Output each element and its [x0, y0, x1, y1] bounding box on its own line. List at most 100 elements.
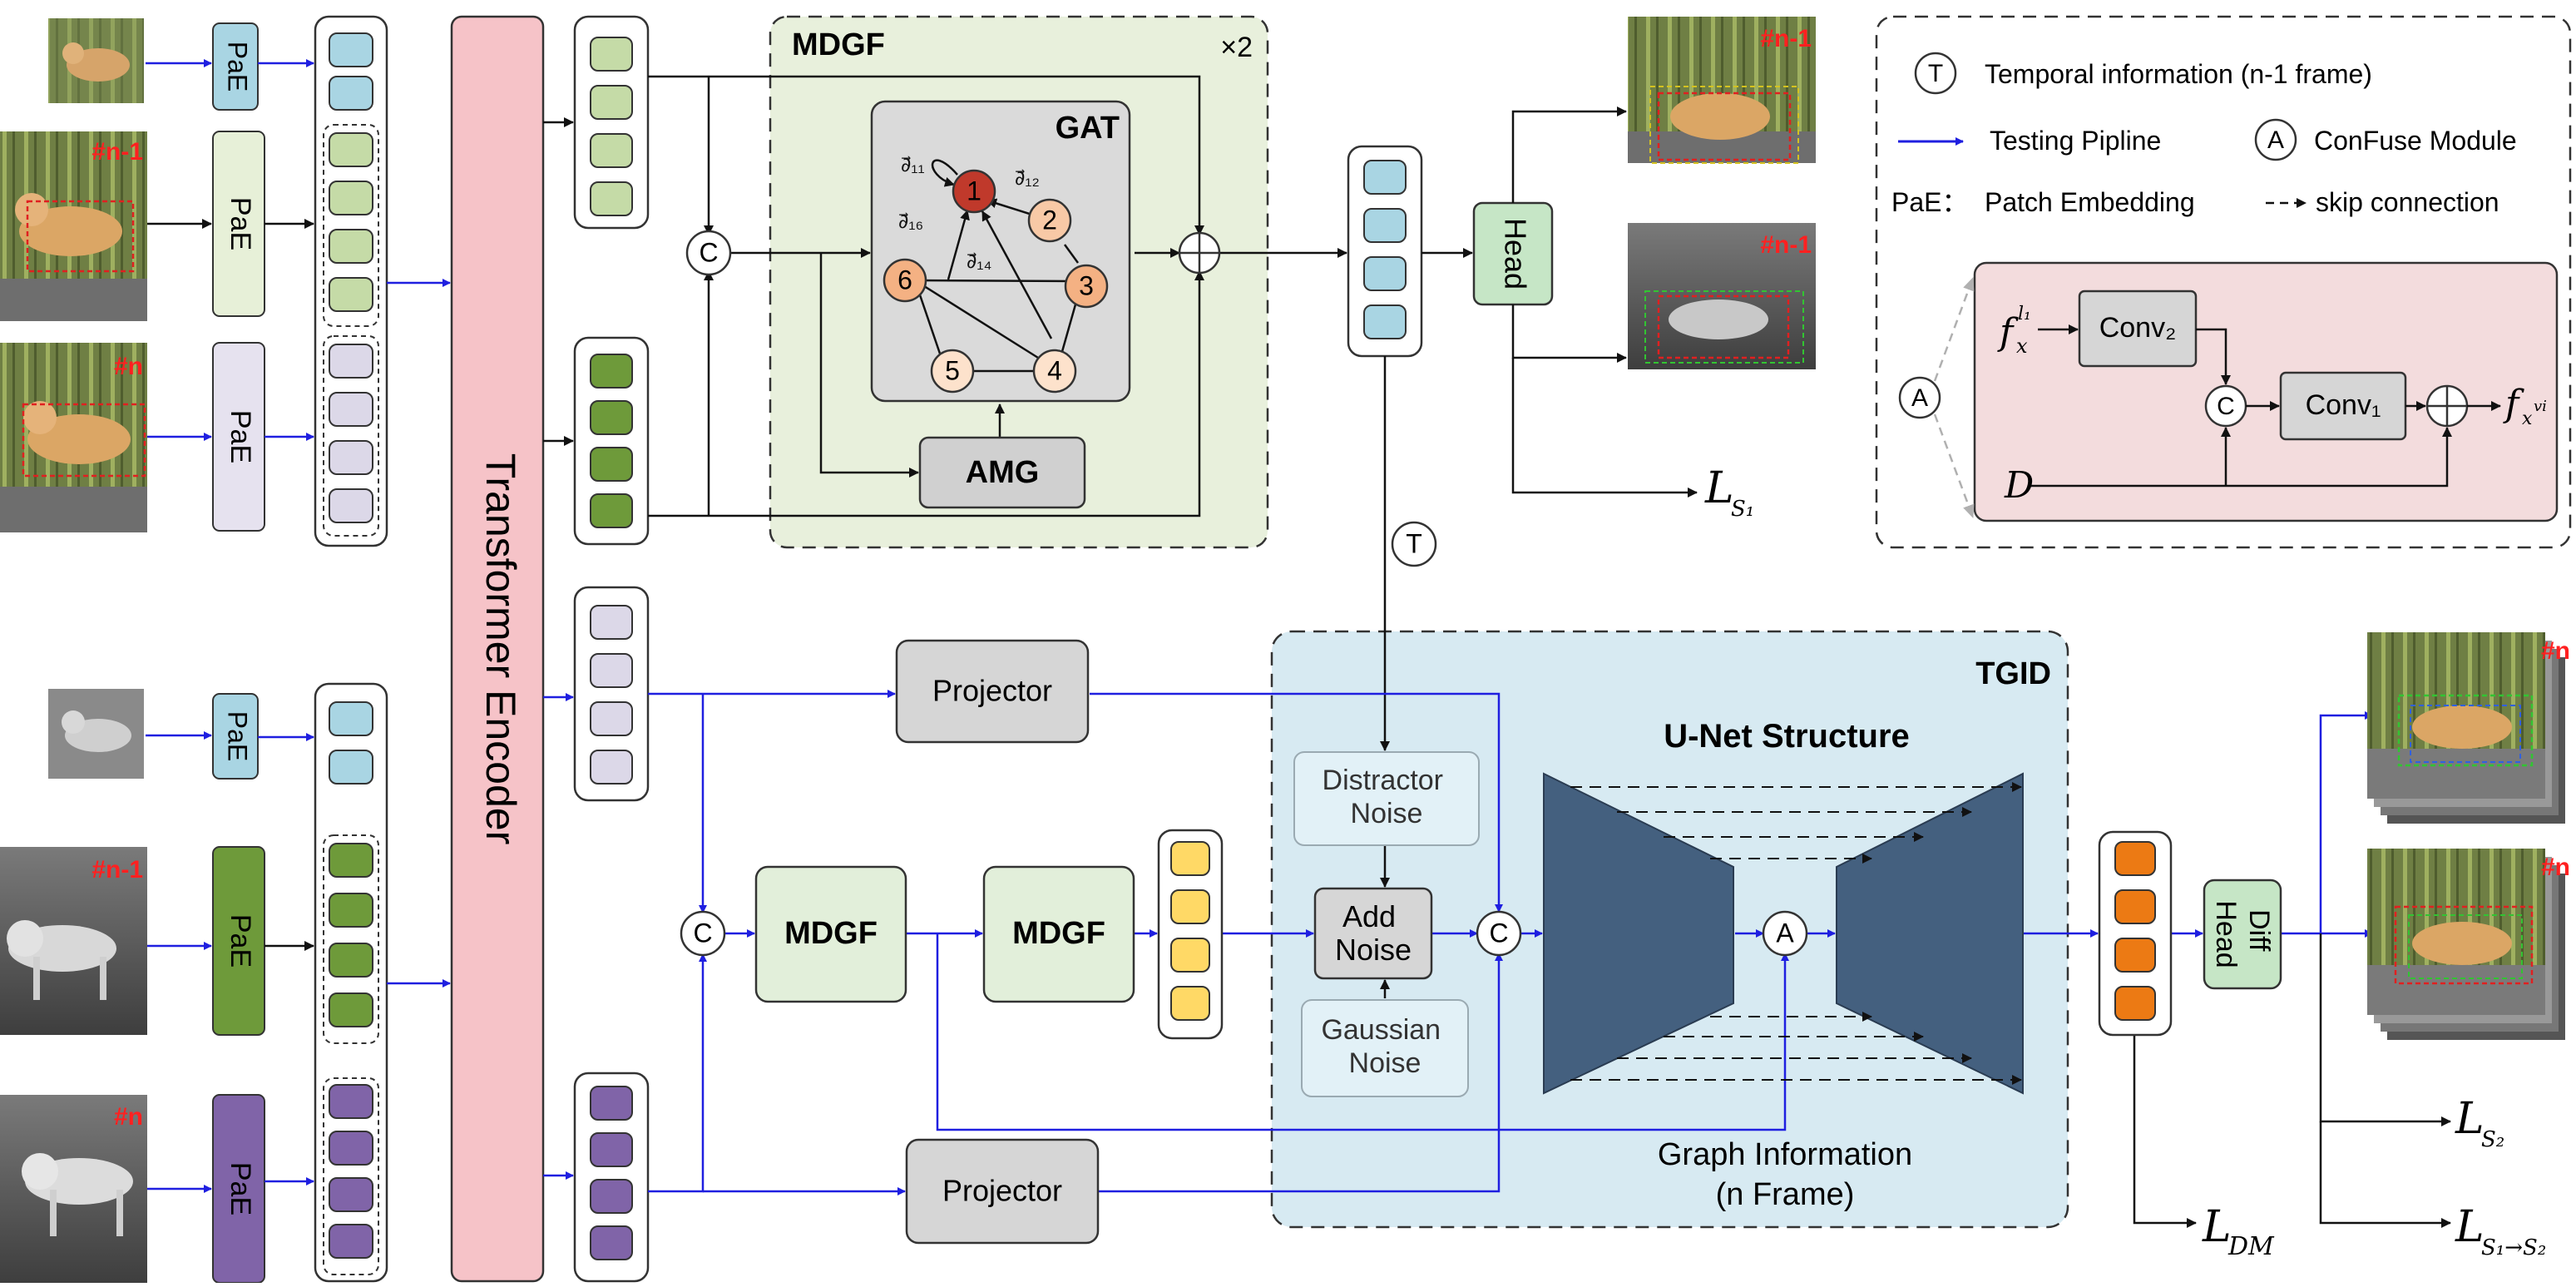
token-stack-ir — [314, 682, 388, 1283]
amg-module — [918, 436, 1086, 509]
concat-label: C — [693, 918, 712, 948]
projector-bottom — [905, 1138, 1100, 1245]
gat-node: 3 — [1079, 270, 1094, 300]
confuse-d: D — [2004, 464, 2034, 507]
frame-tag: #n-1 — [1760, 25, 1812, 52]
ir-input-frame-n: #n — [0, 1095, 147, 1283]
loss-ls1: L S₁ — [1704, 463, 1754, 522]
legend-temporal-text: Temporal information (n-1 frame) — [1985, 59, 2372, 89]
mdgf-block-label: MDGF — [784, 916, 878, 951]
loss-ldm: L DM — [2202, 1202, 2275, 1261]
loss-ls1-ls2: L S₁→S₂ — [2455, 1202, 2546, 1260]
pae-label: PaE — [225, 914, 256, 968]
frame-tag: #n-1 — [91, 138, 143, 166]
temporal-symbol — [1391, 521, 1437, 567]
add-noise-block — [1313, 887, 1433, 980]
transformer-encoder — [450, 15, 545, 1283]
legend-confuse-text: ConFuse Module — [2314, 126, 2517, 156]
output-image-rgb-prev: #n-1 — [1628, 17, 1816, 164]
gaussian-noise-block — [1301, 999, 1469, 1097]
confuse-label: A — [1776, 918, 1794, 948]
token-stack-ir-cur-out — [573, 1072, 650, 1283]
loss-symbol: L — [2455, 1202, 2485, 1252]
loss-subscript: S₁→S₂ — [2481, 1235, 2546, 1260]
unet-title: U-Net Structure — [1664, 718, 1910, 755]
projector-label: Projector — [942, 1174, 1062, 1208]
rgb-input-template — [48, 18, 144, 103]
legend-testing-text: Testing Pipline — [1990, 126, 2161, 156]
temporal-label: T — [1406, 528, 1422, 558]
loss-subscript: S₂ — [2481, 1127, 2504, 1152]
graph-info-line2: (n Frame) — [1716, 1177, 1855, 1212]
token-stack-mdgf-out — [1347, 145, 1423, 358]
confuse-detail-symbol-label: A — [1911, 384, 1928, 412]
legend-temporal-symbol-label: T — [1928, 60, 1943, 87]
rgb-input-frame-n-1: #n-1 — [0, 131, 147, 321]
output-image-stack-top: #n — [2367, 632, 2570, 824]
pae-block-rgb-template — [212, 22, 259, 111]
unet-skip-connections — [1570, 782, 2022, 1085]
bottom-blue-paths — [648, 690, 2373, 1195]
head-label: Head — [1498, 218, 1532, 290]
distractor-noise-label: Distractor Noise — [1323, 765, 1451, 829]
conv1-label: Conv₁ — [2306, 389, 2381, 421]
token-stack-mdgf-bottom-out — [1157, 829, 1224, 1040]
mdgf-block-label: MDGF — [1012, 916, 1105, 951]
frame-tag: #n — [2541, 637, 2570, 665]
concat-symbol — [680, 910, 726, 957]
confuse-concat-label: C — [2217, 393, 2235, 420]
gat-node: 6 — [897, 265, 912, 295]
confuse-fout-sup: vi — [2534, 398, 2547, 415]
edge-label: ∂⃗₁₄ — [967, 250, 991, 273]
legend-confuse-symbol — [2254, 118, 2297, 161]
gat-node: 5 — [945, 355, 960, 385]
graph-info-line1: Graph Information — [1658, 1137, 1912, 1172]
mdgf-block-2 — [982, 865, 1135, 1003]
edge-label: ∂⃗₁₆ — [898, 210, 923, 233]
legend-pae-prefix: PaE： — [1891, 187, 1969, 217]
distractor-noise-block — [1293, 751, 1480, 846]
gat-node: 2 — [1042, 205, 1057, 235]
diff-head-label: Diff Head — [2210, 900, 2275, 968]
unet-encoder — [1543, 772, 1734, 1095]
pae-label: PaE — [225, 1162, 256, 1215]
frame-tag: #n-1 — [91, 856, 143, 884]
concat-label: C — [699, 237, 718, 267]
input-arrows — [146, 59, 314, 741]
confuse-detail-panel — [1973, 261, 2559, 522]
output-image-stack-bottom: #n — [2367, 849, 2570, 1040]
token-stack-rgb-cur-out — [573, 586, 650, 802]
loss-subscript: DM — [2227, 1232, 2275, 1261]
loss-symbol: L — [2202, 1202, 2232, 1252]
ir-input-frame-n-1: #n-1 — [0, 847, 147, 1035]
confuse-fx-sub: x — [2016, 334, 2028, 358]
confuse-detail-symbol — [1898, 376, 1941, 419]
projector-top — [895, 639, 1090, 744]
mdgf-repeat: ×2 — [1220, 32, 1253, 63]
gat-nodes: 1 2 3 4 5 6 — [883, 169, 1109, 394]
gaussian-noise-label: Gaussian Noise — [1321, 1014, 1448, 1079]
confuse-symbol — [1762, 910, 1808, 957]
gat-node: 4 — [1047, 355, 1062, 385]
token-stack-rgb — [314, 15, 388, 547]
ir-input-template — [48, 689, 144, 779]
frame-tag: #n — [114, 1103, 143, 1131]
conv2-label: Conv₂ — [2099, 312, 2177, 344]
frame-tag: #n — [2541, 854, 2570, 881]
output-image-ir-prev: #n-1 — [1628, 223, 1816, 369]
pae-label: PaE — [223, 711, 253, 761]
legend-temporal-symbol — [1914, 52, 1957, 95]
legend: T Temporal information (n-1 frame) Testi… — [1891, 52, 2559, 522]
token-stack-rgb-prev-out — [573, 15, 650, 230]
unet-decoder — [1836, 772, 2024, 1095]
pae-block-ir-prev — [212, 846, 265, 1036]
add-noise-label: Add Noise — [1335, 899, 1412, 967]
gat-node: 1 — [967, 176, 981, 205]
loss-symbol: L — [2455, 1094, 2485, 1144]
loss-subscript: S₁ — [1731, 497, 1754, 522]
pae-label: PaE — [223, 42, 253, 92]
token-stack-ir-prev-out — [573, 336, 650, 546]
transformer-encoder-label: Transformer Encoder — [477, 453, 524, 845]
mdgf-block-1 — [754, 865, 907, 1003]
concat-label: C — [1489, 918, 1508, 948]
